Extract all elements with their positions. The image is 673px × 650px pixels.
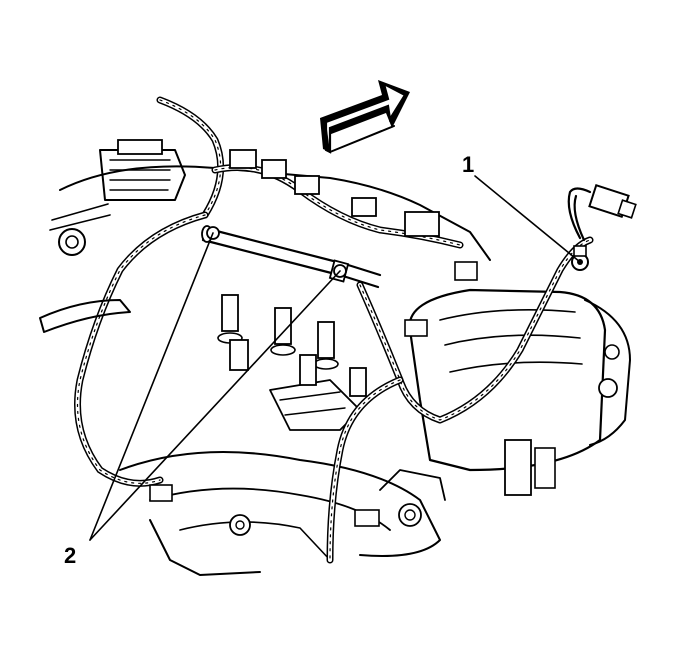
injector (299, 354, 317, 386)
injector (270, 307, 296, 356)
injector (229, 339, 249, 371)
leader-line-2b (89, 270, 341, 541)
rear-cylinder-head (49, 139, 491, 261)
injector (217, 294, 243, 344)
harness-connectors (149, 149, 478, 527)
callout-label-2: 2 (64, 543, 77, 568)
fuel-rail (201, 225, 382, 289)
valve-cover (408, 288, 631, 496)
callout-label-1: 1 (462, 152, 475, 177)
injector (349, 367, 367, 397)
injector (313, 321, 339, 370)
callout-leaders (89, 175, 581, 541)
leader-line-1 (474, 175, 581, 263)
wiring-harness (39, 96, 637, 564)
sensor-connector (588, 184, 637, 219)
intake-manifold (119, 379, 446, 576)
leader-line-2a (89, 232, 214, 541)
fuel-injectors (217, 294, 367, 397)
direction-arrow-icon (320, 80, 410, 154)
